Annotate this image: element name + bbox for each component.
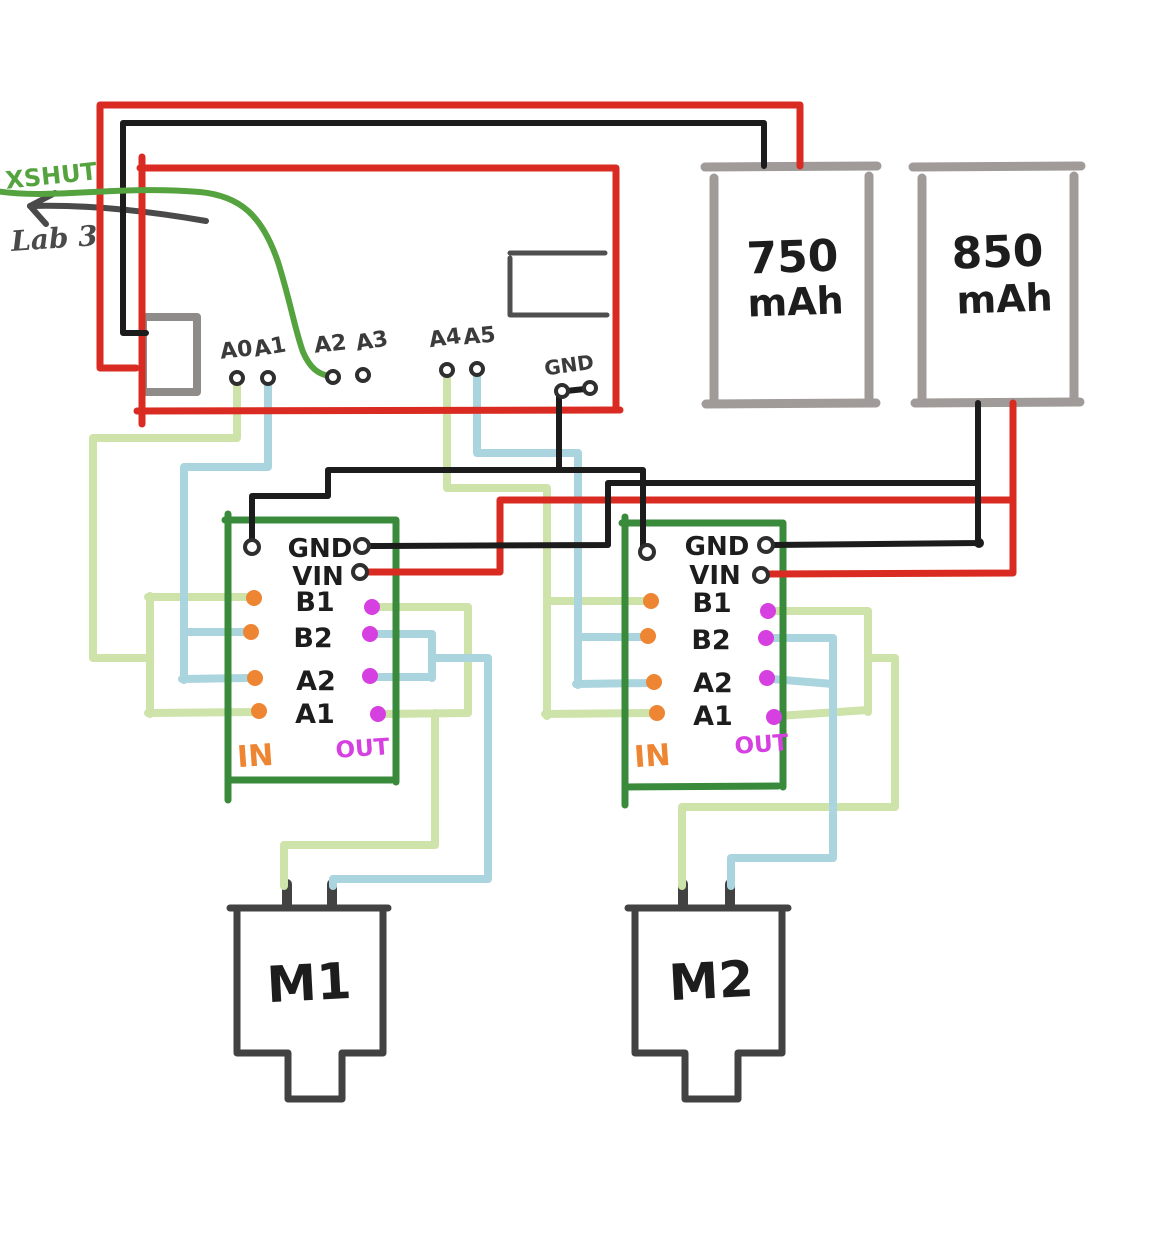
driver1-a2-out-pin bbox=[362, 668, 378, 684]
black-wires bbox=[120, 120, 984, 549]
board-component bbox=[507, 250, 610, 318]
driver2-vin-label: VIN bbox=[689, 561, 741, 591]
battery-750-capacity: 750 bbox=[746, 230, 840, 284]
driver2-b1-out-pin bbox=[760, 603, 776, 619]
xshut-label: XSHUT bbox=[4, 157, 99, 195]
wire-arduino-to-battery750-positive bbox=[96, 101, 804, 372]
driver2-out-label: OUT bbox=[734, 730, 790, 760]
driver2-b2-out-pin bbox=[758, 630, 774, 646]
driver1-vin-label: VIN bbox=[292, 562, 344, 592]
driver2-gnd-left-pin bbox=[638, 543, 656, 561]
driver2-gnd-right-pin bbox=[757, 536, 775, 554]
motor-m1-label: M1 bbox=[265, 952, 352, 1014]
driver1-gnd-left-pin bbox=[243, 538, 261, 556]
driver2-b2-in-pin bbox=[640, 628, 656, 644]
pin-a1 bbox=[260, 370, 276, 386]
driver2-a2-in-pin bbox=[646, 674, 662, 690]
driver2-a1-label: A1 bbox=[693, 701, 733, 732]
driver2-a2-label: A2 bbox=[693, 668, 733, 699]
driver1-out-label: OUT bbox=[335, 734, 391, 764]
battery-850-capacity: 850 bbox=[951, 225, 1045, 279]
pin-a2 bbox=[325, 369, 341, 385]
driver1-gnd-label: GND bbox=[288, 534, 353, 564]
junction-dot bbox=[974, 538, 984, 548]
driver1-b2-in-pin bbox=[243, 624, 259, 640]
pin-a0 bbox=[229, 370, 245, 386]
driver1-b1-out-pin bbox=[364, 599, 380, 615]
wire-a1-to-driver1-b2-a2 bbox=[178, 379, 272, 684]
driver-in-pins bbox=[243, 590, 665, 721]
arduino-pin-label-a0: A0 bbox=[219, 336, 254, 364]
arduino-board-outline bbox=[133, 153, 624, 428]
driver1-b2-out-pin bbox=[362, 626, 378, 642]
wire-driver1-vin-to-battery850-positive bbox=[362, 496, 1015, 576]
lab3-arrow bbox=[27, 190, 209, 227]
wire-arduino-gnd-to-drivers bbox=[249, 393, 646, 549]
pin-gnd-left bbox=[554, 383, 570, 399]
wire-xshut-green bbox=[0, 187, 332, 379]
arduino-pin-label-a5: A5 bbox=[462, 323, 496, 351]
driver1-b1-label: B1 bbox=[295, 587, 334, 618]
pin-a3 bbox=[355, 367, 371, 383]
driver1-a2-in-pin bbox=[247, 670, 263, 686]
wire-a4-to-driver2-b1-a1 bbox=[443, 371, 656, 720]
wire-arduino-to-battery750-negative bbox=[120, 120, 767, 336]
driver2-gnd-label: GND bbox=[685, 532, 750, 562]
battery-750-outline bbox=[700, 161, 882, 409]
driver1-b2-label: B2 bbox=[293, 623, 332, 654]
light-green-wires bbox=[89, 371, 899, 890]
wire-driver1-gnd-to-battery850-negative bbox=[365, 480, 981, 549]
red-wires bbox=[96, 101, 1017, 578]
driver2-a1-out-pin bbox=[766, 709, 782, 725]
driver2-vin-pin bbox=[752, 566, 770, 584]
wire-battery850-negative-to-driver2-gnd bbox=[769, 400, 981, 548]
driver2-in-label: IN bbox=[633, 738, 672, 775]
battery-750-unit: mAh bbox=[747, 278, 845, 325]
wire-a0-to-driver1-b1-a1 bbox=[89, 379, 259, 718]
driver2-board-outline bbox=[618, 513, 787, 809]
driver1-in-label: IN bbox=[236, 738, 275, 775]
pin-gnd-right bbox=[582, 380, 598, 396]
arduino-gnd-label: GND bbox=[543, 350, 596, 381]
wire-driver2-out-to-m2-left bbox=[678, 607, 899, 890]
usb-connector bbox=[139, 313, 201, 396]
driver2-b1-label: B1 bbox=[692, 588, 731, 619]
driver2-a2-out-pin bbox=[759, 670, 775, 686]
arduino-pin-label-a4: A4 bbox=[427, 324, 463, 353]
arduino-pin-label-a3: A3 bbox=[354, 326, 390, 356]
pin-circles bbox=[229, 361, 775, 584]
driver1-a1-out-pin bbox=[370, 706, 386, 722]
driver-out-pins bbox=[362, 599, 782, 725]
pin-a4 bbox=[439, 362, 455, 378]
driver1-a1-label: A1 bbox=[295, 699, 335, 730]
driver1-vin-pin bbox=[351, 563, 369, 581]
pin-a5 bbox=[469, 361, 485, 377]
motor-m2-label: M2 bbox=[667, 950, 754, 1012]
driver1-gnd-right-pin bbox=[353, 537, 371, 555]
driver1-board-outline bbox=[221, 510, 400, 804]
arduino-pin-label-a1: A1 bbox=[252, 332, 288, 362]
driver1-b1-in-pin bbox=[246, 590, 262, 606]
battery-850-outline bbox=[908, 161, 1086, 408]
lab3-label: Lab 3 bbox=[9, 219, 99, 258]
driver2-b1-in-pin bbox=[643, 593, 659, 609]
wire-battery850-positive-to-driver2-vin bbox=[763, 399, 1017, 578]
battery-850-unit: mAh bbox=[956, 275, 1054, 322]
motor-m2-outline bbox=[624, 879, 792, 1103]
driver2-a1-in-pin bbox=[649, 705, 665, 721]
arduino-pin-label-a2: A2 bbox=[313, 330, 348, 358]
wire-driver1-out-to-m1-right bbox=[329, 630, 492, 890]
driver1-a1-in-pin bbox=[251, 703, 267, 719]
driver2-b2-label: B2 bbox=[691, 625, 730, 656]
driver1-a2-label: A2 bbox=[296, 666, 336, 697]
